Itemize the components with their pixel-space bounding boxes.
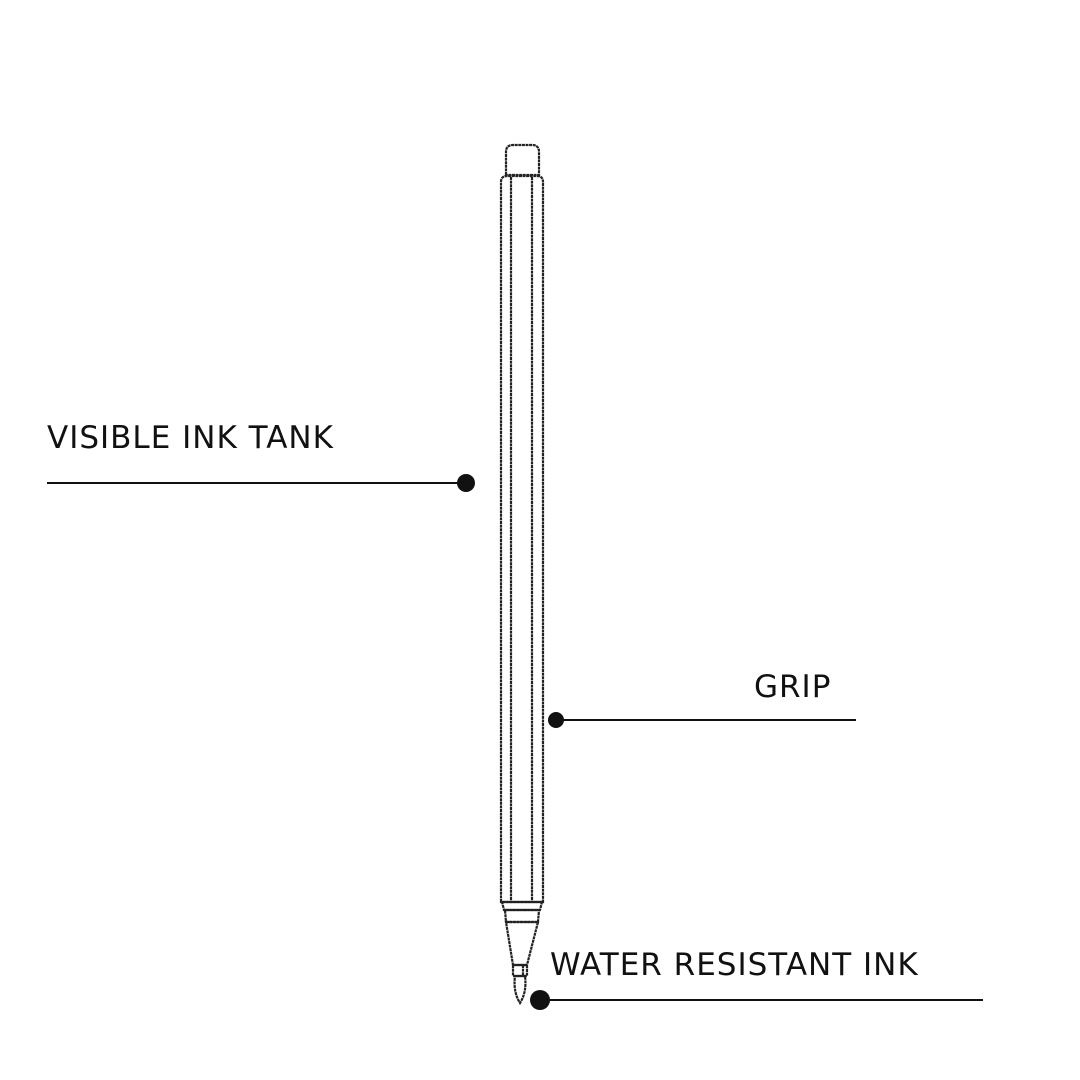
callout-label-grip: GRIP bbox=[754, 669, 832, 705]
pen-collar bbox=[500, 900, 544, 912]
pen-tip bbox=[513, 974, 527, 1006]
pen-section bbox=[503, 908, 541, 924]
pen-barrel bbox=[499, 174, 545, 904]
callout-label-visible-ink-tank: VISIBLE INK TANK bbox=[47, 420, 334, 456]
callout-label-water-resistant-ink: WATER RESISTANT INK bbox=[550, 947, 919, 983]
callout-dot-grip bbox=[548, 712, 564, 728]
pen-taper bbox=[504, 920, 540, 967]
callout-dot-ink-tank bbox=[457, 474, 475, 492]
pen-cap-top bbox=[504, 143, 541, 177]
pen-ferrule bbox=[511, 963, 529, 978]
callout-dot-ink bbox=[530, 990, 550, 1010]
